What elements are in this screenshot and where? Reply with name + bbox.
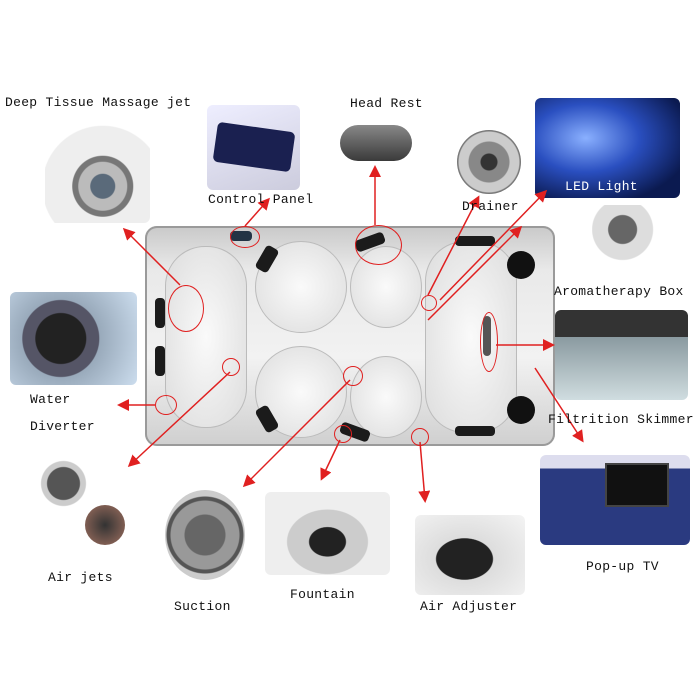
filtration-skimmer-photo — [555, 310, 688, 400]
label-aromatherapy-box: Aromatherapy Box — [554, 284, 684, 299]
label-suction: Suction — [174, 599, 231, 614]
label-led-light: LED Light — [565, 179, 638, 194]
label-water: Water — [30, 392, 71, 407]
suction-photo — [165, 490, 245, 580]
massage-jet-photo — [45, 118, 150, 223]
label-deep-tissue-massage-jet: Deep Tissue Massage jet — [5, 95, 192, 110]
label-diverter: Diverter — [30, 419, 95, 434]
drainer-photo — [457, 130, 521, 194]
fountain-photo — [265, 492, 390, 575]
label-pop-up-tv: Pop-up TV — [586, 559, 659, 574]
label-fountain: Fountain — [290, 587, 355, 602]
water-diverter-photo — [10, 292, 137, 385]
label-air-adjuster: Air Adjuster — [420, 599, 518, 614]
label-drainer: Drainer — [462, 199, 519, 214]
head-rest-photo — [340, 125, 412, 161]
label-air-jets: Air jets — [48, 570, 113, 585]
label-head-rest: Head Rest — [350, 96, 423, 111]
air-adjuster-photo — [415, 515, 525, 595]
aromatherapy-box-photo — [592, 205, 660, 275]
control-panel-photo — [207, 105, 300, 190]
label-filtration-skimmer: Filtrition Skimmer — [548, 412, 694, 427]
pop-up-tv-photo — [540, 455, 690, 545]
air-jets-photo — [35, 455, 130, 550]
label-control-panel: Control Panel — [208, 192, 314, 207]
led-light-photo — [535, 98, 680, 198]
